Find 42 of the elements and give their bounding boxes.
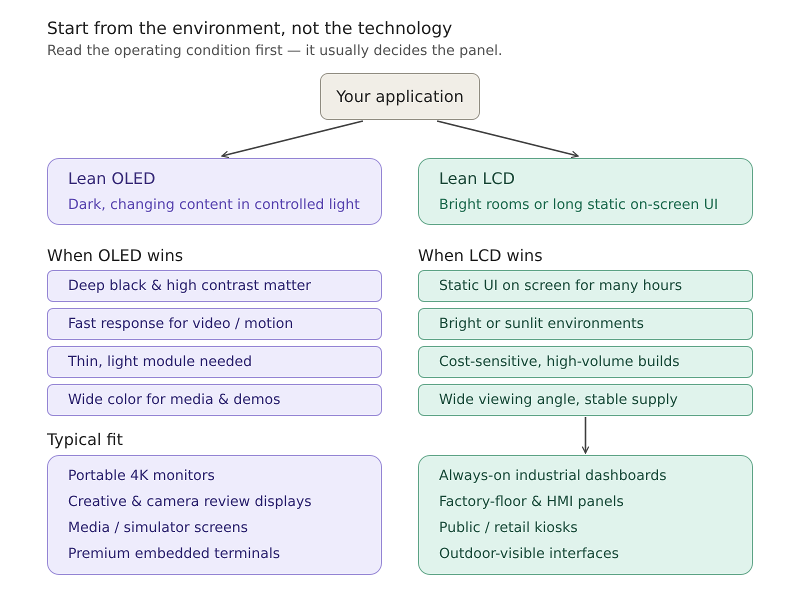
- arrow: [582, 417, 590, 454]
- box-text: Wide color for media & demos: [68, 390, 282, 410]
- box-text: Fast response for video / motion: [68, 314, 294, 334]
- box-text: Static UI on screen for many hours: [439, 276, 684, 296]
- criterion-box: [47, 270, 382, 302]
- choice-box: [47, 158, 382, 225]
- criterion-box: [47, 346, 382, 378]
- list-item: Portable 4K monitors: [68, 466, 216, 486]
- section-heading: Typical fit: [47, 429, 123, 451]
- criterion-box: [47, 384, 382, 416]
- list-item: Outdoor-visible interfaces: [439, 544, 620, 564]
- criterion-box: [47, 308, 382, 340]
- start-box: [320, 73, 480, 120]
- box-text: Cost-sensitive, high-volume builds: [439, 352, 681, 372]
- section-heading: When LCD wins: [418, 245, 543, 267]
- criterion-box: [418, 346, 753, 378]
- list-item: Media / simulator screens: [68, 518, 249, 538]
- box-heading: Lean LCD: [439, 168, 516, 190]
- arrow: [436, 120, 579, 158]
- box-description: Bright rooms or long static on-screen UI: [439, 196, 720, 215]
- section-heading: When OLED wins: [47, 245, 184, 267]
- arrow: [221, 120, 364, 158]
- box-heading: Lean OLED: [68, 168, 156, 190]
- list-item: Public / retail kiosks: [439, 518, 579, 538]
- box-description: Dark, changing content in controlled light: [68, 196, 361, 215]
- fit-list-box: [418, 455, 753, 575]
- box-text: Wide viewing angle, stable supply: [439, 390, 679, 410]
- fit-list-box: [47, 455, 382, 575]
- criterion-box: [418, 384, 753, 416]
- box-text: Bright or sunlit environments: [439, 314, 645, 334]
- criterion-box: [418, 308, 753, 340]
- list-item: Factory-floor & HMI panels: [439, 492, 625, 512]
- criterion-box: [418, 270, 753, 302]
- title: Start from the environment, not the technology: [47, 18, 452, 41]
- list-item: Creative & camera review displays: [68, 492, 313, 512]
- subtitle: Read the operating condition first — it usually decides the panel.: [47, 42, 502, 61]
- choice-box: [418, 158, 753, 225]
- box-text: Deep black & high contrast matter: [68, 276, 312, 296]
- list-item: Premium embedded terminals: [68, 544, 281, 564]
- list-item: Always-on industrial dashboards: [439, 466, 668, 486]
- box-text: Thin, light module needed: [68, 352, 253, 372]
- box-text: Your application: [336, 86, 464, 108]
